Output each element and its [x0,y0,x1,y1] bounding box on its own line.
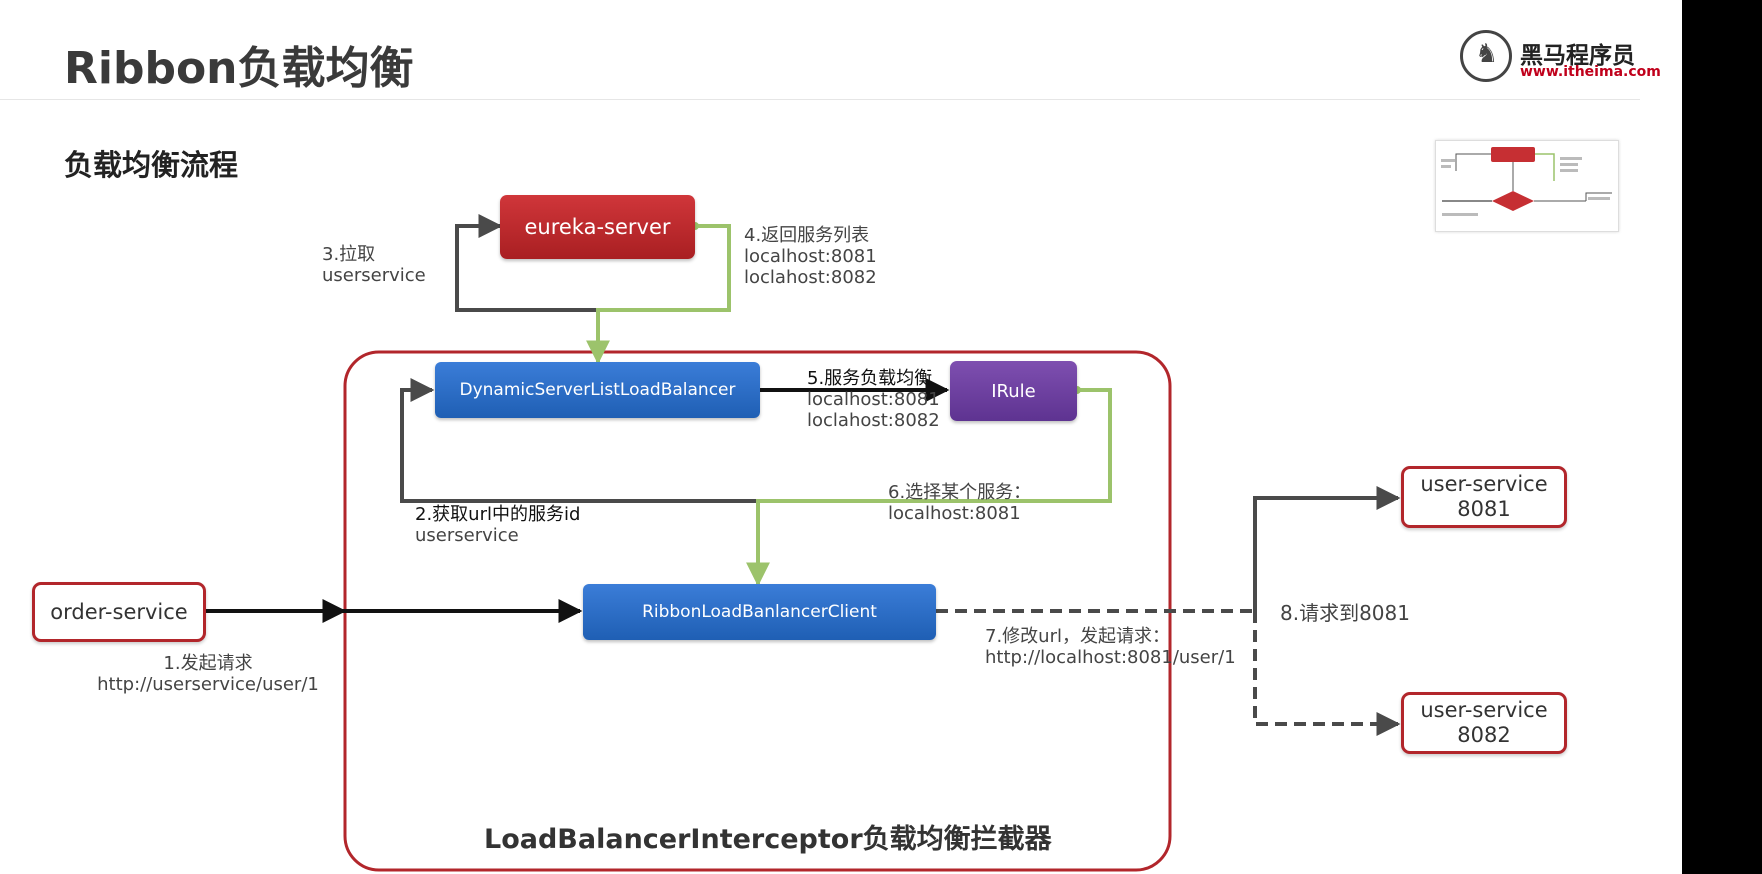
diagram-thumbnail[interactable] [1435,140,1619,232]
step3-title: 3.拉取 [322,244,376,265]
title-divider [0,99,1640,100]
flow-diagram [206,214,1401,872]
brand-logo: ♞ 黑马程序员 www.itheima.com [1460,30,1661,86]
page-title: Ribbon负载均衡 [64,43,414,94]
slide: Ribbon负载均衡 负载均衡流程 ♞ 黑马程序员 www.itheima.co… [0,30,1661,872]
step7-title: 7.修改url，发起请求： [985,626,1170,647]
step4-return-arrow [586,224,731,365]
video-sidebar-bar [1682,0,1762,874]
step4-label: 4.返回服务列表 localhost:8081 loclahost:8082 [744,225,877,288]
step3-detail: userservice [322,265,426,286]
step7-label: 7.修改url，发起请求： http://localhost:8081/user… [985,626,1236,668]
step1-title: 1.发起请求 [163,653,253,674]
thumbnail-sketch-icon [1441,147,1612,216]
step5-title: 5.服务负载均衡 [807,368,933,389]
step6-label: 6.选择某个服务： localhost:8081 [888,482,1031,524]
alt-arrow-8082 [1253,611,1401,736]
step2-title: 2.获取url中的服务id [415,504,581,525]
step5-label: 5.服务负载均衡 localhost:8081 loclahost:8082 [807,368,940,431]
step5-line1: localhost:8081 [807,389,940,410]
horse-logo-icon: ♞ [1460,30,1512,82]
step4-line2: loclahost:8082 [744,267,877,288]
step1-detail: http://userservice/user/1 [97,674,319,695]
user-service-8082-name: user-service [1420,698,1548,722]
order-service-node: order-service [32,582,206,642]
step2-detail: userservice [415,525,519,546]
dynamic-lb-node: DynamicServerListLoadBalancer [435,362,760,418]
step6-detail: localhost:8081 [888,503,1021,524]
step4-title: 4.返回服务列表 [744,225,870,246]
user-service-8081-name: user-service [1420,472,1548,496]
step5-line2: loclahost:8082 [807,410,940,431]
step3-label: 3.拉取 userservice [322,244,426,286]
step6-title: 6.选择某个服务： [888,482,1032,503]
step2-label: 2.获取url中的服务id userservice [415,504,580,546]
step8-label: 8.请求到8081 [1280,601,1410,625]
step7-detail: http://localhost:8081/user/1 [985,647,1236,668]
interceptor-label: LoadBalancerInterceptor负载均衡拦截器 [484,824,1052,855]
eureka-server-node: eureka-server [500,195,695,259]
user-service-8081-port: 8081 [1457,497,1511,521]
step8-arrow-8081 [1253,486,1401,611]
user-service-8081-node: user-service 8081 [1401,466,1567,528]
section-subtitle: 负载均衡流程 [64,148,239,182]
user-service-8082-node: user-service 8082 [1401,692,1567,754]
step6-arrow [746,388,1112,587]
step1-label: 1.发起请求 http://userservice/user/1 [92,653,324,695]
irule-node: IRule [950,361,1077,421]
logo-brand-name: 黑马程序员 [1520,43,1635,69]
step4-line1: localhost:8081 [744,246,877,267]
step2-arrow [400,378,758,503]
ribbon-client-node: RibbonLoadBanlancerClient [583,584,936,640]
logo-url: www.itheima.com [1520,64,1661,80]
user-service-8082-port: 8082 [1457,723,1511,747]
